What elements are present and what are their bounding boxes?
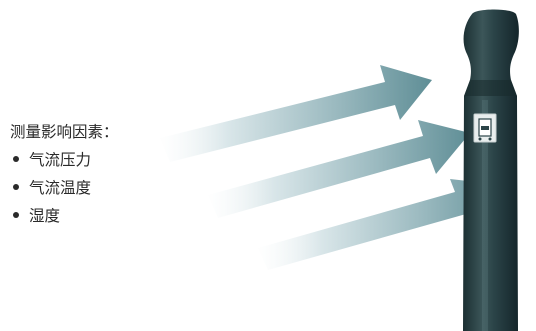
list-item: 湿度 bbox=[10, 202, 119, 230]
bullet-icon bbox=[13, 212, 19, 218]
factor-label: 气流压力 bbox=[29, 151, 92, 169]
sensor-probe-icon bbox=[463, 9, 519, 331]
airflow-arrow-icon bbox=[258, 179, 512, 270]
list-item: 气流温度 bbox=[10, 174, 119, 202]
probe-highlight bbox=[482, 100, 488, 331]
factors-title: 测量影响因素： bbox=[10, 123, 119, 141]
bullet-icon bbox=[13, 184, 19, 190]
factor-label: 湿度 bbox=[29, 207, 61, 225]
probe-body bbox=[463, 9, 519, 331]
factor-label: 气流温度 bbox=[29, 179, 92, 197]
airflow-arrow-icon bbox=[160, 65, 432, 162]
sensor-chip bbox=[481, 126, 489, 130]
bullet-icon bbox=[13, 156, 19, 162]
airflow-arrows bbox=[160, 65, 512, 270]
influence-factors: 测量影响因素： 气流压力 气流温度 湿度 bbox=[10, 118, 119, 230]
factor-list: 气流压力 气流温度 湿度 bbox=[10, 146, 119, 230]
sensor-pin bbox=[488, 137, 492, 141]
probe-collar bbox=[464, 80, 517, 96]
airflow-arrow-icon bbox=[208, 120, 470, 218]
list-item: 气流压力 bbox=[10, 146, 119, 174]
sensor-pin bbox=[478, 137, 482, 141]
